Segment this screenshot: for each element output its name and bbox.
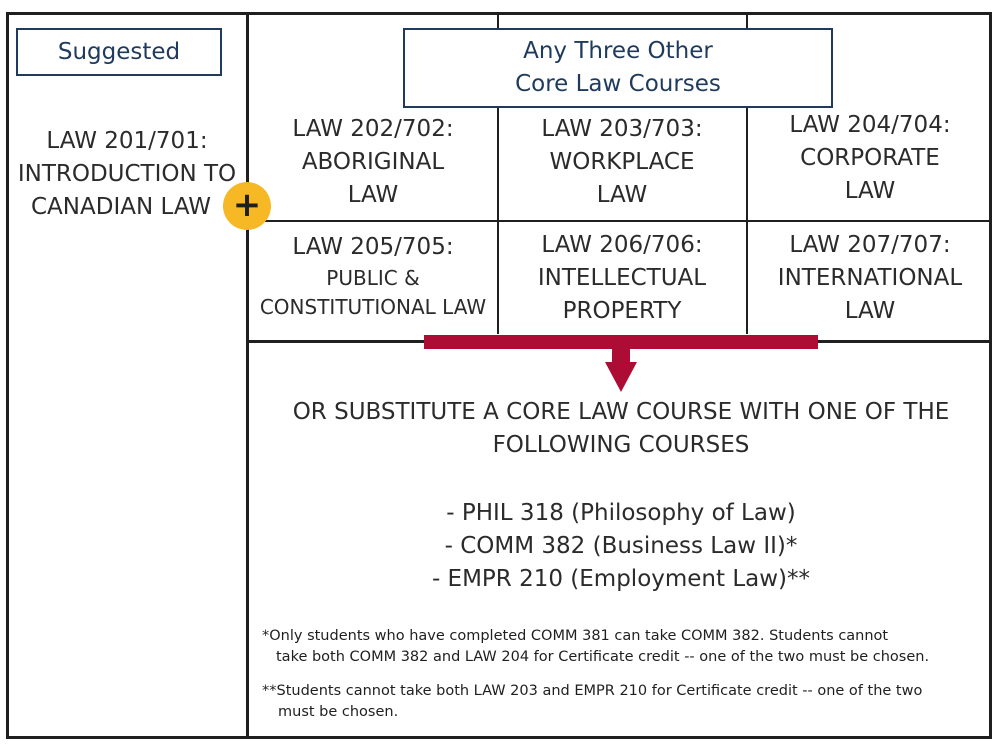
suggested-text: Suggested — [57, 39, 181, 65]
substitute-course-list: - PHIL 318 (Philosophy of Law) - COMM 38… — [250, 497, 992, 596]
list-item: - EMPR 210 (Employment Law)** — [431, 566, 811, 592]
course-name-line2: LAW — [596, 182, 648, 208]
course-code: LAW 202/702: — [292, 116, 454, 142]
course-code: LAW 205/705: — [292, 234, 454, 260]
course-name-line2: LAW — [844, 298, 896, 324]
course-name-line2: LAW — [347, 182, 399, 208]
course-name-line1: ABORIGINAL — [301, 149, 445, 175]
course-cell-law-205: LAW 205/705: PUBLIC & CONSTITUTIONAL LAW — [250, 231, 496, 322]
intro-course: LAW 201/701: INTRODUCTION TO CANADIAN LA… — [9, 125, 245, 224]
list-item: - PHIL 318 (Philosophy of Law) — [446, 500, 796, 526]
course-name-line1: WORKPLACE — [549, 149, 695, 175]
plus-icon: + — [223, 182, 271, 230]
intro-course-name-line1: INTRODUCTION TO — [17, 161, 237, 187]
list-item: - COMM 382 (Business Law II)* — [444, 533, 798, 559]
grid-row-divider — [246, 220, 992, 222]
any-three-line2: Core Law Courses — [515, 71, 721, 97]
arrow-down-icon — [605, 362, 637, 392]
course-name-line2: CONSTITUTIONAL LAW — [259, 295, 487, 319]
substitute-line1: OR SUBSTITUTE A CORE LAW COURSE WITH ONE… — [292, 399, 950, 425]
course-code: LAW 203/703: — [541, 116, 703, 142]
substitute-line2: FOLLOWING COURSES — [492, 432, 750, 458]
intro-course-code: LAW 201/701: — [46, 128, 208, 154]
course-cell-law-206: LAW 206/706: INTELLECTUAL PROPERTY — [499, 229, 745, 328]
diagram-frame — [6, 12, 992, 739]
footnote-1: *Only students who have completed COMM 3… — [262, 626, 980, 668]
grid-divider-1 — [497, 12, 499, 334]
course-name-line1: PUBLIC & — [326, 266, 420, 290]
arrow-bar — [424, 335, 818, 349]
footnote-1-line2: take both COMM 382 and LAW 204 for Certi… — [276, 649, 930, 665]
course-cell-law-202: LAW 202/702: ABORIGINAL LAW — [250, 113, 496, 212]
footnote-2-line1: **Students cannot take both LAW 203 and … — [262, 683, 923, 699]
course-name-line1: CORPORATE — [800, 145, 940, 171]
grid-divider-2 — [746, 12, 748, 334]
course-cell-law-204: LAW 204/704: CORPORATE LAW — [748, 109, 992, 208]
course-code: LAW 204/704: — [789, 112, 951, 138]
course-name-line2: PROPERTY — [562, 298, 682, 324]
course-cell-law-203: LAW 203/703: WORKPLACE LAW — [499, 113, 745, 212]
course-name-line1: INTELLECTUAL — [537, 265, 707, 291]
course-name-line1: INTERNATIONAL — [777, 265, 963, 291]
course-code: LAW 206/706: — [541, 232, 703, 258]
arrow-stem — [612, 349, 630, 363]
footnote-2: **Students cannot take both LAW 203 and … — [262, 681, 980, 723]
footnote-1-line1: *Only students who have completed COMM 3… — [262, 628, 889, 644]
course-name-line2: LAW — [844, 178, 896, 204]
footnote-2-line2: must be chosen. — [278, 704, 399, 720]
any-three-line1: Any Three Other — [523, 38, 713, 64]
suggested-label: Suggested — [16, 28, 222, 76]
any-three-label: Any Three Other Core Law Courses — [403, 28, 833, 108]
substitute-heading: OR SUBSTITUTE A CORE LAW COURSE WITH ONE… — [250, 396, 992, 462]
intro-course-name-line2: CANADIAN LAW — [31, 194, 212, 220]
left-column-divider — [246, 12, 249, 739]
course-code: LAW 207/707: — [789, 232, 951, 258]
course-cell-law-207: LAW 207/707: INTERNATIONAL LAW — [748, 229, 992, 328]
